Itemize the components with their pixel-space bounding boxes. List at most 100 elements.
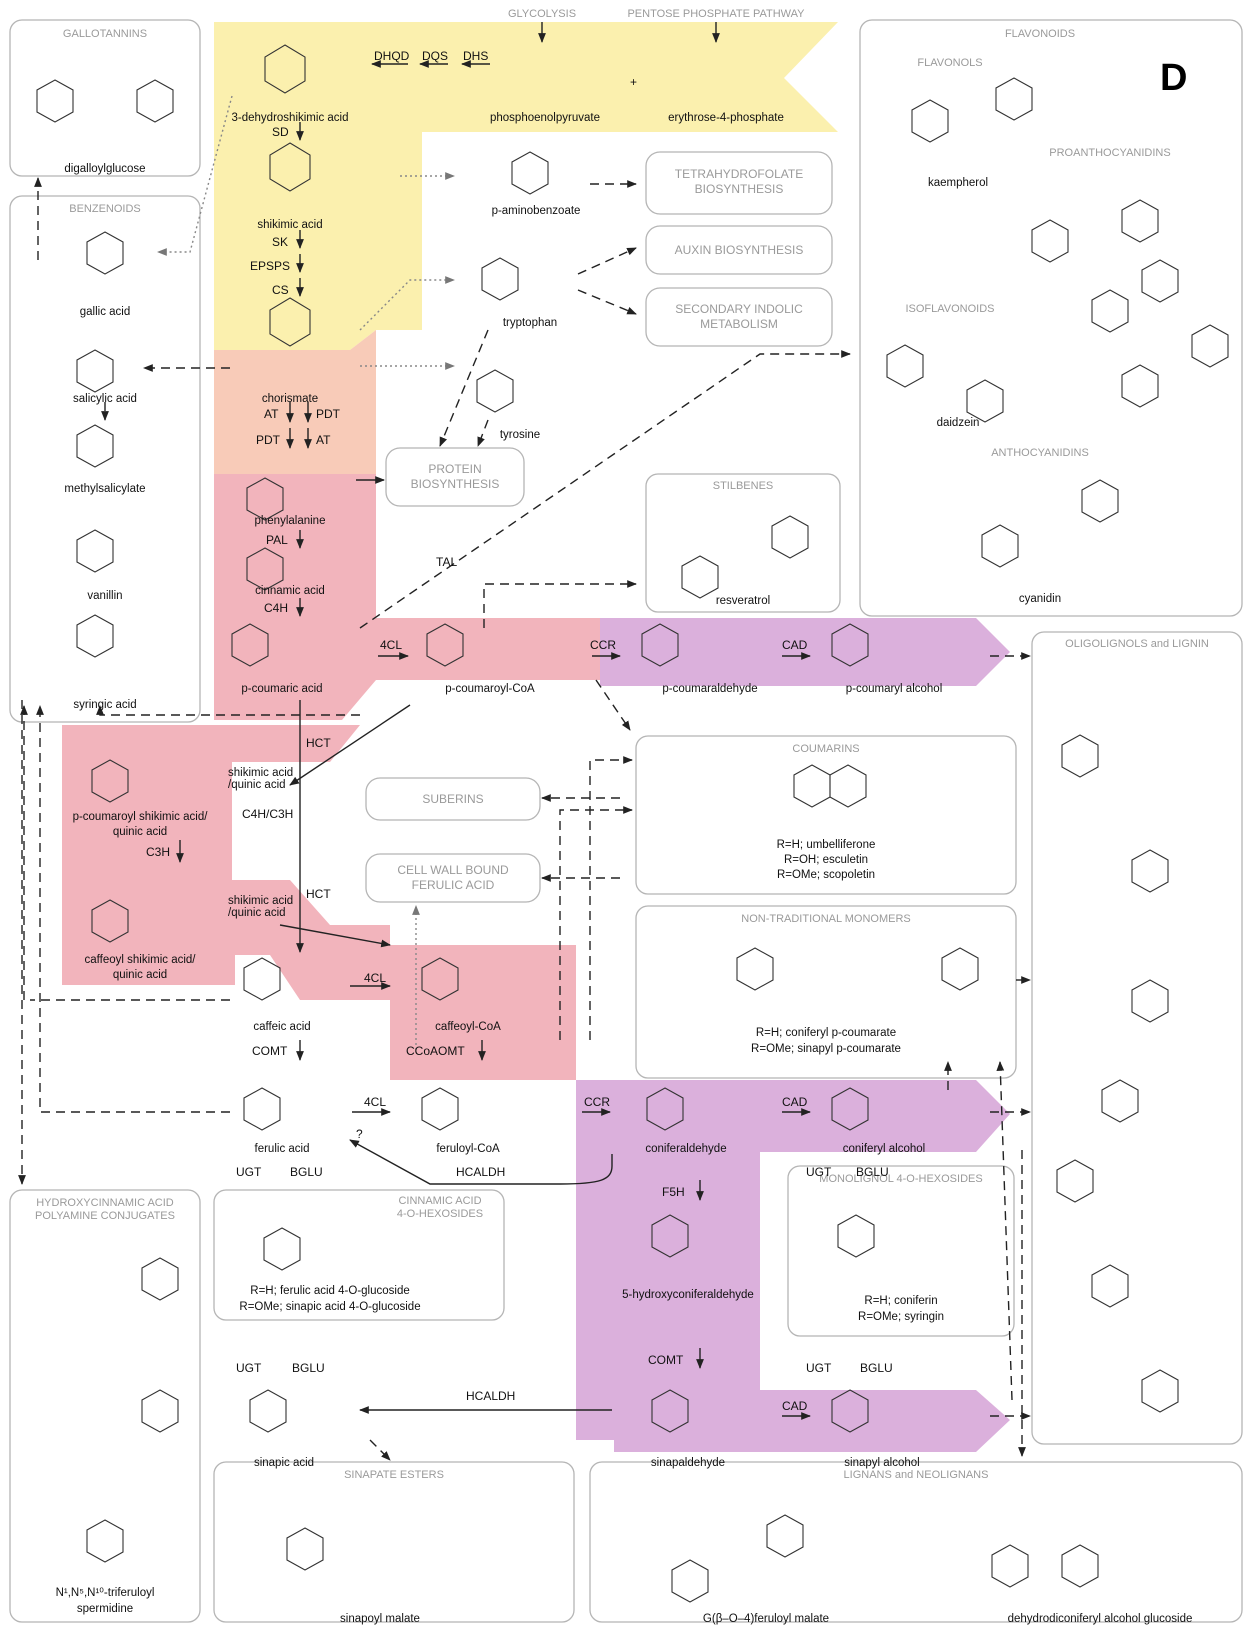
ring-coumarins-b (829, 764, 867, 808)
monolignol-band-top (600, 618, 1010, 686)
oligolignols-box (1031, 631, 1243, 1445)
compound-cinnamic: cinnamic acid (255, 585, 325, 597)
arrow-feruloyl-coumarins (589, 756, 633, 1040)
enzyme-cad-3: CAD (782, 1399, 808, 1413)
enzyme-pdt-1: PDT (316, 407, 341, 421)
enzyme-ugt-3: UGT (236, 1361, 262, 1375)
ring-paminobenzoate (511, 151, 549, 195)
enzyme-cad-1: CAD (782, 638, 808, 652)
ring-lignin-5 (1056, 1159, 1094, 1203)
compound-spermidine-1: N¹,N⁵,N¹⁰-triferuloyl (56, 1587, 155, 1599)
ring-gallo-2 (136, 79, 174, 123)
ring-tryptophan (481, 257, 519, 301)
ring-cyanidin-a (981, 524, 1019, 568)
compound-shikquinic-2a: shikimic acid (228, 895, 293, 907)
compound-caffeoylshik-1: caffeoyl shikimic acid/ (85, 954, 197, 966)
enzyme-comt-1: COMT (252, 1044, 288, 1058)
enzyme-sk: SK (272, 235, 288, 249)
enzyme-dqs: DQS (422, 49, 448, 63)
arrow-tyr-flavonoids (359, 350, 851, 629)
ring-coniferylalc (831, 1087, 869, 1131)
proanthocyanidins-title: PROANTHOCYANIDINS (1049, 147, 1170, 159)
ring-daidzein-b (966, 379, 1004, 423)
suberins-box[interactable] (365, 777, 541, 821)
cellwall-box[interactable] (365, 853, 541, 903)
compound-tyrosine: tyrosine (500, 429, 540, 441)
gallotannins-box (9, 19, 201, 177)
enzyme-sd: SD (272, 125, 289, 139)
protein-box[interactable] (385, 447, 525, 507)
cinnamic-hex-title-2: 4-O-HEXOSIDES (397, 1208, 483, 1220)
enzyme-question: ? (356, 1127, 363, 1141)
sinapate-esters-box (213, 1461, 575, 1623)
ring-pcoumaroylshik (91, 759, 129, 803)
glycolysis-label: GLYCOLYSIS (508, 8, 576, 20)
ring-sinapylalc (831, 1389, 869, 1433)
compound-gallic: gallic acid (80, 306, 131, 318)
compound-digalloylglucose: digalloylglucose (64, 163, 145, 175)
compound-hydroxyconiferaldehyde: 5-hydroxyconiferaldehyde (622, 1289, 754, 1301)
ring-proantho-1 (1031, 219, 1069, 263)
ring-salicylic (76, 349, 114, 393)
ring-pcoumaroylcoa (426, 623, 464, 667)
ring-sinapoylmalate (286, 1527, 324, 1571)
compound-phenylalanine: phenylalanine (255, 515, 326, 527)
auxin-box[interactable] (645, 225, 833, 275)
compound-chorismate: chorismate (262, 393, 318, 405)
ring-pcoumaric (231, 623, 269, 667)
arrow-dotted-trp (359, 276, 455, 331)
compound-pcoumarylalc: p-coumaryl alcohol (846, 683, 943, 695)
structure-glyphs (36, 44, 1229, 1603)
sinapate-esters-title: SINAPATE ESTERS (344, 1469, 444, 1481)
indolic-label-2: METABOLISM (700, 317, 778, 331)
enzyme-ugt-2: UGT (806, 1165, 832, 1179)
thf-label-1: TETRAHYDROFOLATE (675, 167, 803, 181)
cellwall-label-1: CELL WALL BOUND (397, 863, 509, 877)
ring-methylsalicylate (76, 424, 114, 468)
arrow-trp-protein (439, 329, 489, 447)
note-coumarins-3: R=OMe; scopoletin (777, 869, 875, 881)
shikimate-band (214, 22, 838, 350)
compound-vanillin: vanillin (87, 590, 122, 602)
flavonols-title: FLAVONOLS (917, 57, 982, 69)
arrow-hct-2 (279, 924, 391, 948)
compound-feruloylcoa: feruloyl-CoA (436, 1143, 500, 1155)
enzyme-4cl-2: 4CL (364, 971, 386, 985)
ring-gallo-1 (36, 79, 74, 123)
ring-caffeic (243, 957, 281, 1001)
phenylpropanoid-band (214, 474, 600, 720)
note-coumarins-1: R=H; umbelliferone (777, 839, 876, 851)
note-nontrad-2: R=OMe; sinapyl p-coumarate (751, 1043, 901, 1055)
note-cinnamic-hex-2: R=OMe; sinapic acid 4-O-glucoside (239, 1301, 420, 1313)
enzyme-hct-1: HCT (306, 736, 331, 750)
compound-pcoumaraldehyde: p-coumaraldehyde (662, 683, 757, 695)
compound-caffeic: caffeic acid (253, 1021, 310, 1033)
arrow-to-benzenoids-1 (96, 705, 360, 716)
arrow-to-benzenoids-2 (36, 705, 230, 1113)
indolic-box[interactable] (645, 287, 833, 347)
enzyme-ccr-2: CCR (584, 1095, 610, 1109)
ring-feruloylcoa (421, 1087, 459, 1131)
compound-salicylic: salicylic acid (73, 393, 137, 405)
lignans-box (589, 1461, 1243, 1623)
arrow-trp-indolic (577, 289, 637, 315)
enzyme-pal: PAL (266, 533, 288, 547)
compound-methylsalicylate: methylsalicylate (64, 483, 145, 495)
ring-gferuloyl-b (671, 1559, 709, 1603)
shikimate-ester-band (62, 725, 576, 1080)
note-monolignol-hex-1: R=H; coniferin (864, 1295, 937, 1307)
ring-dehydro-b (1061, 1544, 1099, 1588)
enzyme-c4hc3h: C4H/C3H (242, 807, 293, 821)
thf-box[interactable] (645, 151, 833, 215)
ring-caffeoylshik (91, 899, 129, 943)
monolignol-hex-title: MONOLIGNOL 4-O-HEXOSIDES (819, 1173, 982, 1185)
ring-daidzein-a (886, 344, 924, 388)
ring-spermidine-3 (86, 1519, 124, 1563)
ring-shikimic (269, 142, 311, 192)
ring-resveratrol-b (771, 515, 809, 559)
compound-spermidine-2: spermidine (77, 1603, 133, 1615)
compound-cyanidin: cyanidin (1019, 593, 1061, 605)
coumarins-box (635, 735, 1017, 895)
enzyme-epsps: EPSPS (250, 259, 290, 273)
isoflavonoids-title: ISOFLAVONOIDS (905, 303, 994, 315)
